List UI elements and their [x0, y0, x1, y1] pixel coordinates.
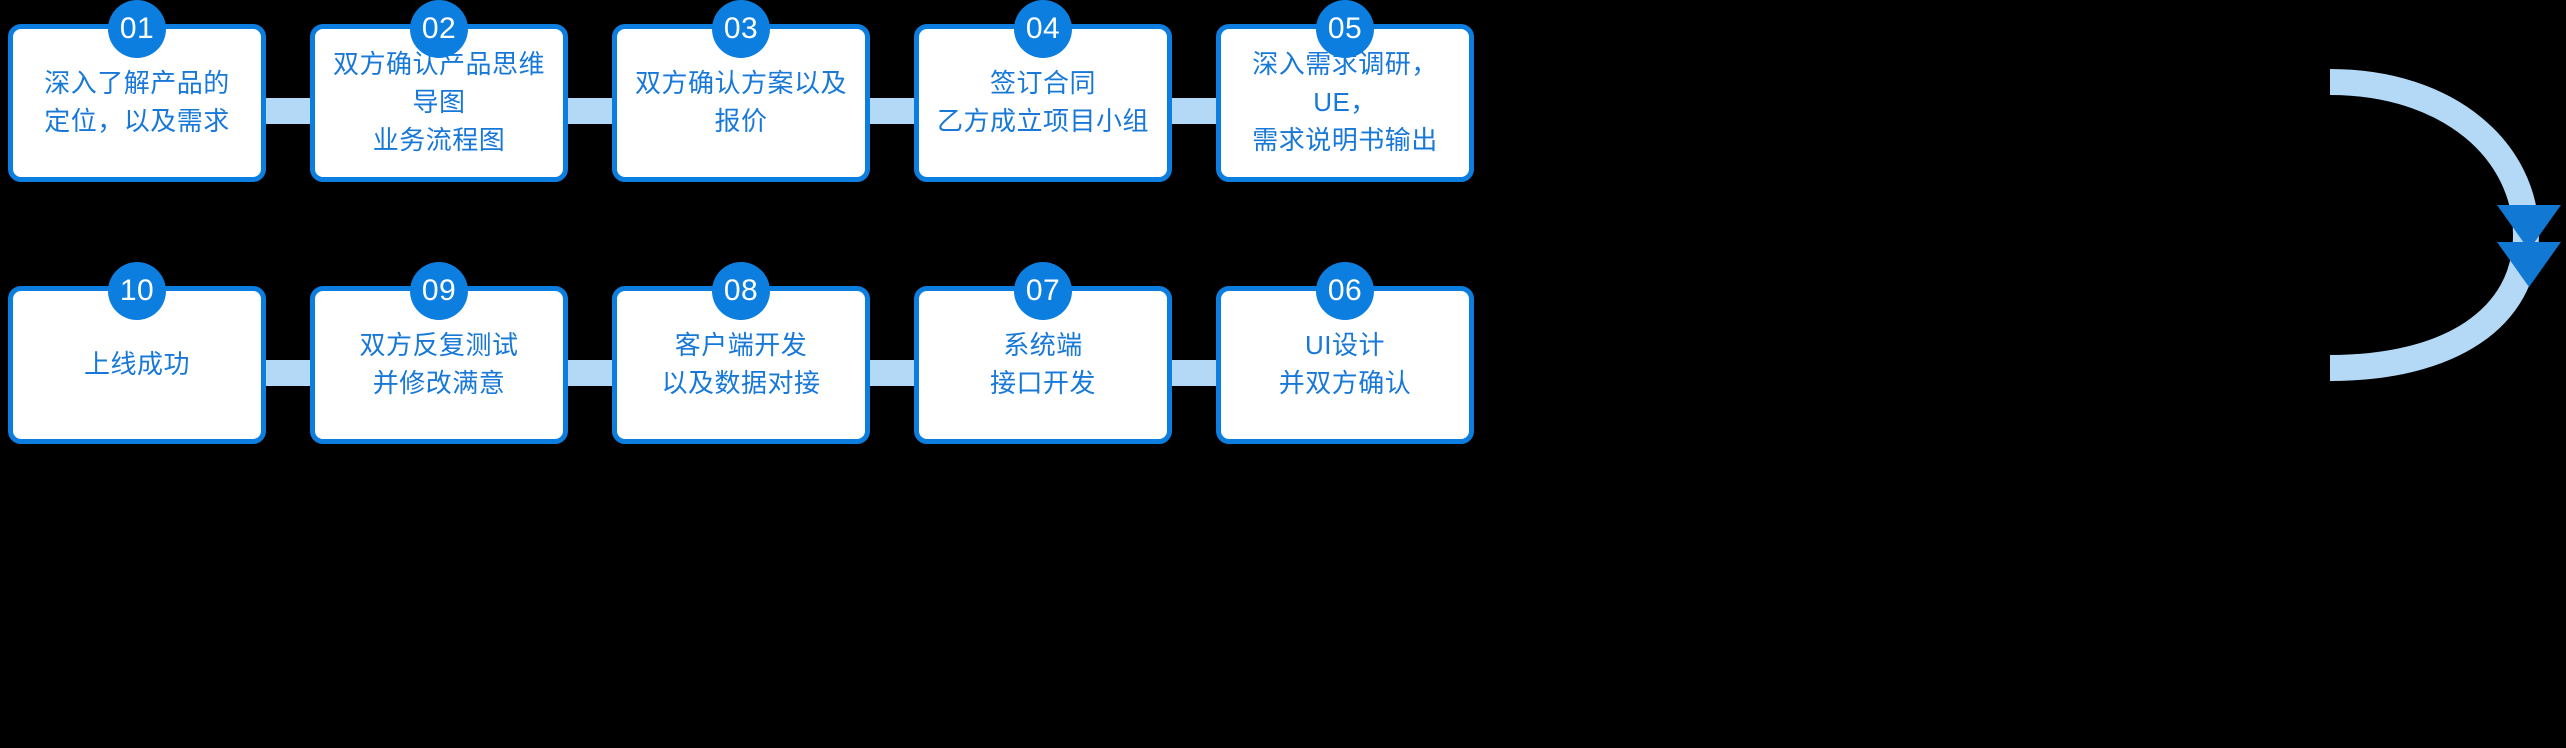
spacer	[1172, 286, 1216, 444]
step-text-07: 系统端 接口开发	[989, 330, 1096, 398]
step-card-09[interactable]: 09 双方反复测试 并修改满意	[310, 262, 568, 444]
step-text-10: 上线成功	[83, 349, 190, 380]
step-text-09: 双方反复测试 并修改满意	[359, 330, 519, 398]
spacer	[870, 286, 914, 444]
connector-08-07	[870, 360, 922, 386]
step-badge-10: 10	[108, 262, 166, 320]
step-badge-08: 08	[712, 262, 770, 320]
connector-07-06	[1172, 360, 1224, 386]
step-card-08[interactable]: 08 客户端开发 以及数据对接	[612, 262, 870, 444]
step-text-02: 双方确认产品思维导图 业务流程图	[332, 49, 545, 155]
connector-09-08	[568, 360, 620, 386]
step-card-06[interactable]: 06 UI设计 并双方确认	[1216, 262, 1474, 444]
connector-02-03	[568, 98, 620, 124]
step-text-05: 深入需求调研，UE， 需求说明书输出	[1252, 49, 1438, 155]
step-text-01: 深入了解产品的 定位，以及需求	[44, 68, 230, 136]
step-card-05[interactable]: 05 深入需求调研，UE， 需求说明书输出	[1216, 0, 1474, 182]
step-badge-05: 05	[1316, 0, 1374, 58]
spacer	[266, 24, 310, 182]
bottom-row: 10 上线成功 09 双方反复测试 并修改满意 08 客户端开发 以及数据对接 …	[8, 262, 1474, 444]
connector-01-02	[266, 98, 318, 124]
step-text-08: 客户端开发 以及数据对接	[661, 330, 821, 398]
step-badge-04: 04	[1014, 0, 1072, 58]
spacer	[568, 286, 612, 444]
step-badge-07: 07	[1014, 262, 1072, 320]
connector-04-05	[1172, 98, 1224, 124]
step-card-02[interactable]: 02 双方确认产品思维导图 业务流程图	[310, 0, 568, 182]
step-card-07[interactable]: 07 系统端 接口开发	[914, 262, 1172, 444]
step-badge-02: 02	[410, 0, 468, 58]
top-row: 01 深入了解产品的 定位，以及需求 02 双方确认产品思维导图 业务流程图 0…	[8, 0, 1474, 182]
step-card-01[interactable]: 01 深入了解产品的 定位，以及需求	[8, 0, 266, 182]
step-text-04: 签订合同 乙方成立项目小组	[936, 68, 1149, 136]
spacer	[266, 286, 310, 444]
step-card-04[interactable]: 04 签订合同 乙方成立项目小组	[914, 0, 1172, 182]
step-text-06: UI设计 并双方确认	[1278, 330, 1412, 398]
step-badge-09: 09	[410, 262, 468, 320]
connector-03-04	[870, 98, 922, 124]
spacer	[1172, 24, 1216, 182]
spacer	[870, 24, 914, 182]
wrap-around-arrow-icon	[2330, 69, 2561, 381]
step-badge-06: 06	[1316, 262, 1374, 320]
connector-10-09	[266, 360, 318, 386]
step-card-03[interactable]: 03 双方确认方案以及报价	[612, 0, 870, 182]
step-text-03: 双方确认方案以及报价	[634, 68, 847, 136]
step-card-10[interactable]: 10 上线成功	[8, 262, 266, 444]
step-badge-01: 01	[108, 0, 166, 58]
spacer	[568, 24, 612, 182]
step-badge-03: 03	[712, 0, 770, 58]
